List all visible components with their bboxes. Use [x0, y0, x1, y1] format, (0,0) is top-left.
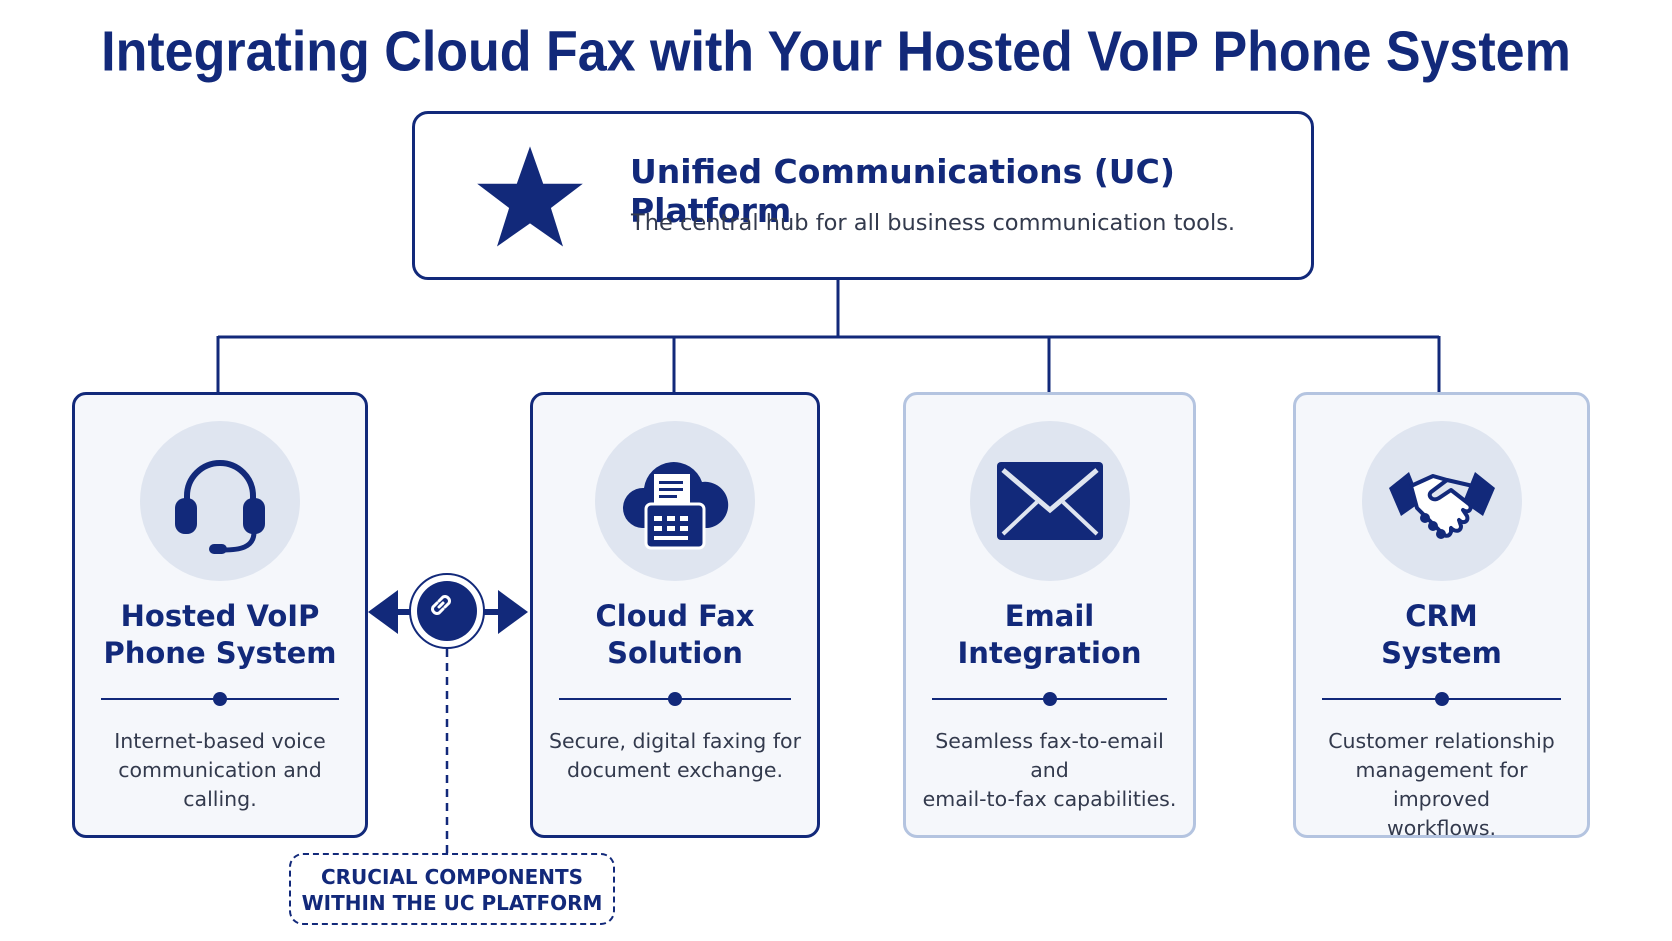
- icon-circle: [969, 421, 1130, 581]
- chain-link-icon: [431, 595, 451, 615]
- cloud-fax-icon: [622, 462, 729, 550]
- headset-icon: [175, 460, 265, 554]
- uc-platform-box: Unified Communications (UC) Platform The…: [412, 111, 1314, 280]
- component-description: Secure, digital faxing for document exch…: [548, 729, 802, 782]
- crucial-components-callout: CRUCIAL COMPONENTS WITHIN THE UC PLATFOR…: [289, 853, 615, 925]
- card-crm-system: CRM System Customer relationship managem…: [1293, 392, 1590, 840]
- component-name: CRM System: [1381, 599, 1502, 670]
- icon-circle: [1361, 421, 1522, 581]
- card-cloud-fax: Cloud Fax Solution Secure, digital faxin…: [530, 392, 820, 838]
- envelope-icon: [996, 462, 1103, 540]
- icon-circle: [140, 421, 300, 581]
- handshake-icon: [1388, 472, 1495, 539]
- star-icon: [477, 146, 583, 247]
- hub-description: The central hub for all business communi…: [631, 210, 1236, 236]
- chain-link-badge: [409, 573, 485, 649]
- divider: [101, 692, 339, 706]
- component-name: Email Integration: [957, 599, 1142, 670]
- page-title: Integrating Cloud Fax with Your Hosted V…: [101, 20, 1571, 84]
- card-hosted-voip: Hosted VoIP Phone System Internet-based …: [72, 392, 368, 838]
- component-name: Cloud Fax Solution: [595, 599, 755, 670]
- component-description: Customer relationship management for imp…: [1328, 729, 1555, 840]
- hub-title: Unified Communications (UC) Platform: [630, 152, 1175, 230]
- component-name: Hosted VoIP Phone System: [103, 599, 337, 670]
- divider: [1322, 692, 1561, 706]
- divider: [559, 692, 791, 706]
- icon-circle: [595, 421, 755, 581]
- component-description: Internet-based voice communication and c…: [114, 729, 326, 811]
- card-email-integration: Email Integration Seamless fax-to-email …: [903, 392, 1196, 838]
- divider: [932, 692, 1167, 706]
- component-description: Seamless fax-to-email and email-to-fax c…: [922, 729, 1177, 811]
